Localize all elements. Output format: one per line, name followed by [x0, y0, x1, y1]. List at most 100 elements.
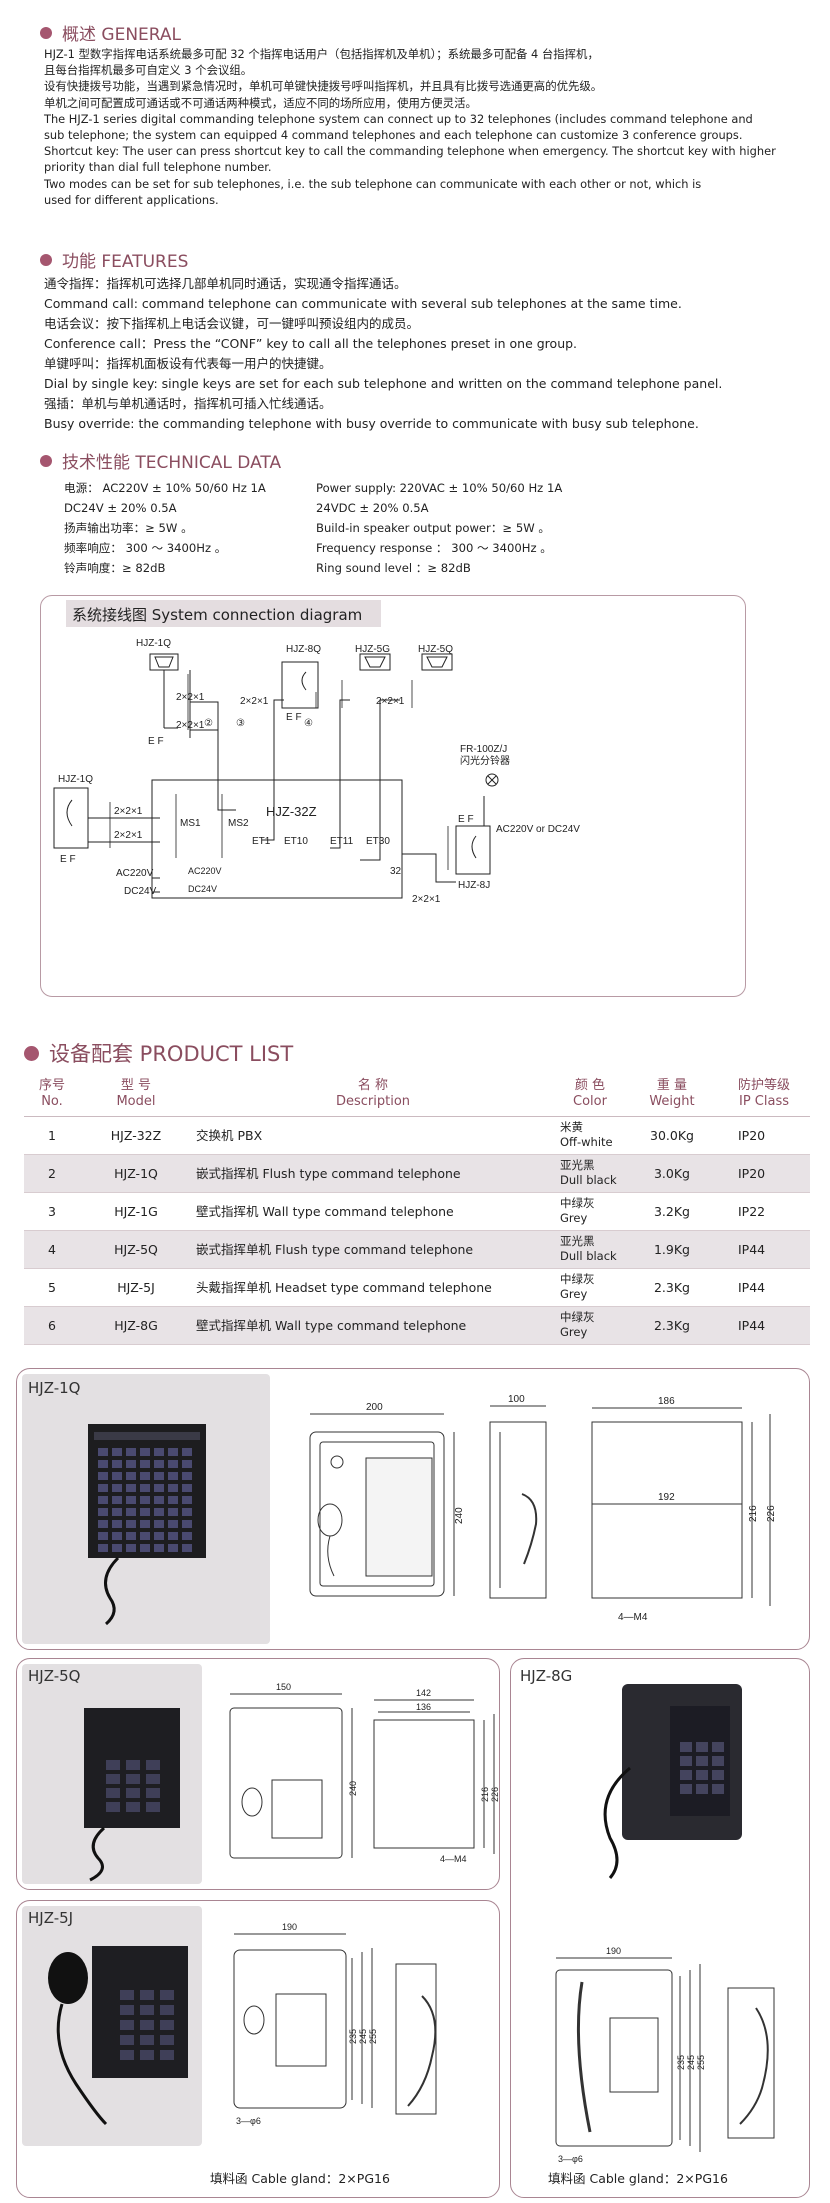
drawing-hjz5q: 150 240 142 136 216 226 4—M4: [84, 1682, 498, 1882]
general-heading: 概述 GENERAL: [40, 20, 181, 45]
keypad-key: [140, 1508, 150, 1516]
label-ac-dc: AC220V or DC24V: [496, 824, 580, 835]
dim-h1: 235: [348, 2029, 358, 2044]
dim-h3: 255: [368, 2029, 378, 2044]
row-description: 交换机 PBX: [192, 1116, 554, 1155]
dim-holes: 4—M4: [618, 1612, 648, 1623]
phone-box-hjz1q-left: [53, 787, 89, 849]
product-list-heading-text: 设备配套 PRODUCT LIST: [49, 1042, 294, 1066]
keypad-key: [126, 1802, 140, 1812]
technical-heading: 技术性能 TECHNICAL DATA: [40, 448, 281, 473]
bullet-icon: [40, 253, 52, 266]
label-ef-3: E F: [286, 712, 302, 723]
handset-icon: [66, 799, 73, 827]
keypad-key: [98, 1520, 108, 1528]
keypad-key: [182, 1460, 192, 1468]
keypad-key: [712, 1770, 724, 1780]
keypad-key: [140, 1544, 150, 1552]
bullet-icon: [40, 454, 52, 467]
keypad-key: [168, 1544, 178, 1552]
row-weight: 2.3Kg: [626, 1306, 718, 1345]
dim-h2: 245: [686, 2055, 696, 2070]
product-list-heading: 设备配套 PRODUCT LIST: [24, 1038, 293, 1068]
keypad-key: [160, 1990, 174, 2000]
row-model: HJZ-32Z: [80, 1116, 192, 1155]
label-dc24: DC24V: [124, 886, 157, 897]
pbx-box-hjz32z: [151, 779, 403, 899]
row-color: 亚光黑 Dull black: [554, 1154, 626, 1193]
keypad-key: [182, 1532, 192, 1540]
label-pair-5: 2×2×1: [412, 894, 441, 905]
keypad-key: [106, 1774, 120, 1784]
label-hjz5q: HJZ-5Q: [418, 644, 453, 655]
handset-cord-icon: [603, 1766, 631, 1879]
back-view-hjz1q: [591, 1421, 743, 1599]
label-fr-cn: 闪光分铃器: [460, 754, 510, 767]
row-description: 嵌式指挥机 Flush type command telephone: [192, 1154, 554, 1193]
keypad-key: [696, 1756, 708, 1766]
drawing-hjz8g: 190 235 245 255 3—φ6: [555, 1684, 775, 2164]
keypad-key: [98, 1508, 108, 1516]
dim-h2: 226: [766, 1505, 777, 1522]
features-heading: 功能 FEATURES: [40, 247, 188, 272]
front-view-hjz5j: [233, 1949, 347, 2109]
keypad-key: [680, 1784, 692, 1794]
keypad-key: [112, 1520, 122, 1528]
keypad-key: [98, 1460, 108, 1468]
keypad-key: [112, 1544, 122, 1552]
row-ip: IP20: [718, 1116, 810, 1155]
drawing-hjz5j: 190 235 245 255 3—φ6: [48, 1922, 437, 2126]
technical-specs-en: Power supply: 220VAC ± 10% 50/60 Hz 1A 2…: [316, 481, 563, 575]
keypad-key: [680, 1756, 692, 1766]
row-model: HJZ-1Q: [80, 1154, 192, 1193]
panel-label-hjz5j: HJZ-5J: [28, 1909, 74, 1927]
general-paragraph: HJZ-1 型数字指挥电话系统最多可配 32 个指挥电话用户（包括指挥机及单机）…: [44, 47, 776, 207]
label-fr: FR-100Z/J: [460, 744, 507, 755]
label-pair-7: 2×2×1: [376, 696, 405, 707]
connection-diagram-frame: [40, 595, 746, 997]
label-pair-1: 2×2×1: [176, 692, 205, 703]
keypad-key: [168, 1484, 178, 1492]
keypad-key: [140, 1460, 150, 1468]
keypad-key: [98, 1544, 108, 1552]
label-ms1: MS1: [180, 818, 201, 829]
dim-d2: 136: [416, 1702, 431, 1712]
keypad-key: [168, 1508, 178, 1516]
keypad-key: [168, 1472, 178, 1480]
handset-cord-icon: [89, 1826, 106, 1882]
handset-icon: [471, 835, 477, 859]
keypad-key: [126, 1544, 136, 1552]
keypad-key: [712, 1784, 724, 1794]
headset-icon: [48, 1952, 88, 2004]
keypad-key: [146, 1760, 160, 1770]
keypad-key: [126, 1472, 136, 1480]
technical-specs-cn: 电源： AC220V ± 10% 50/60 Hz 1A DC24V ± 20%…: [64, 481, 266, 575]
keypad-key: [112, 1532, 122, 1540]
keypad-key: [182, 1484, 192, 1492]
dim-holes: 4—M4: [440, 1854, 467, 1864]
keypad-key: [160, 2020, 174, 2030]
keypad-key: [168, 1520, 178, 1528]
dim-h1: 216: [480, 1787, 490, 1802]
label-hjz1q-left: HJZ-1Q: [58, 774, 93, 785]
dim-h2: 226: [490, 1787, 498, 1802]
panel-hjz5q: [16, 1658, 500, 1890]
keypad-key: [140, 1990, 154, 2000]
dim-h3: 255: [696, 2055, 706, 2070]
keypad-key: [182, 1508, 192, 1516]
panel-hjz1q: [16, 1368, 810, 1650]
keypad-key: [126, 1484, 136, 1492]
keypad-key: [146, 1802, 160, 1812]
row-weight: 1.9Kg: [626, 1230, 718, 1269]
label-et1: ET1: [252, 836, 271, 847]
keypad-key: [126, 1760, 140, 1770]
keypad-key: [120, 2035, 134, 2045]
keypad-key: [182, 1448, 192, 1456]
keypad-key: [140, 2035, 154, 2045]
keypad-key: [154, 1520, 164, 1528]
